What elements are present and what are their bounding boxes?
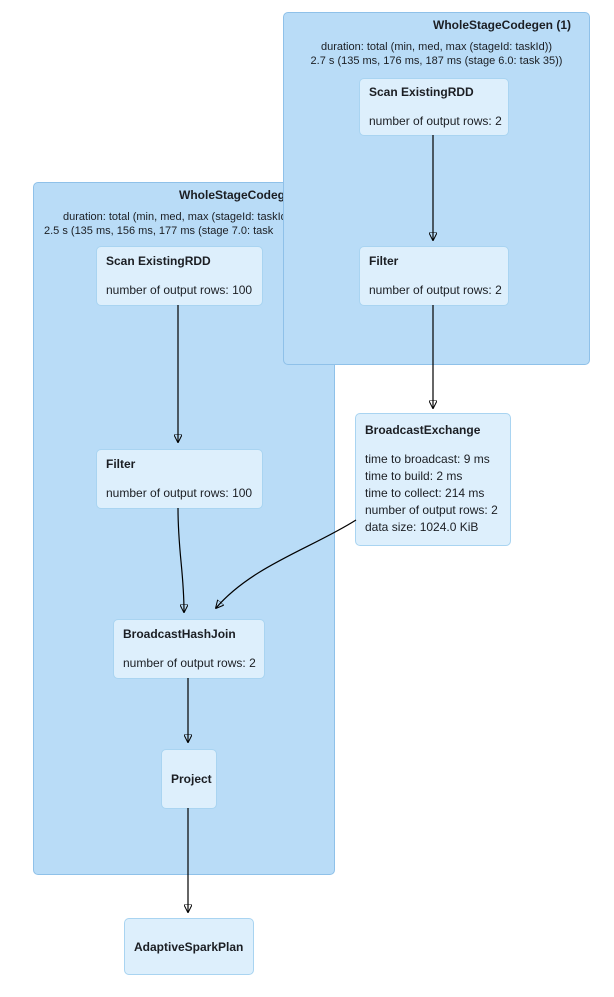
plan-node-broadcastexchange: BroadcastExchange time to broadcast: 9 m… <box>355 413 511 546</box>
node-title: Scan ExistingRDD <box>369 84 474 99</box>
node-metric: time to build: 2 ms <box>365 469 463 483</box>
node-title: Project <box>171 772 212 786</box>
node-metric: number of output rows: 2 <box>369 113 502 128</box>
plan-node-project: Project <box>161 749 217 809</box>
cluster-duration-label: duration: total (min, med, max (stageId:… <box>63 211 295 223</box>
node-title: AdaptiveSparkPlan <box>134 939 244 954</box>
plan-node-filter-1: Filter number of output rows: 2 <box>359 246 509 306</box>
plan-node-scan-existingrdd-2: Scan ExistingRDD number of output rows: … <box>96 246 263 306</box>
cluster-title: WholeStageCodegen (1) <box>433 18 572 32</box>
plan-node-scan-existingrdd-1: Scan ExistingRDD number of output rows: … <box>359 78 509 136</box>
node-title: BroadcastExchange <box>365 423 481 437</box>
cluster-title: WholeStageCodegen (2) <box>179 188 318 202</box>
node-title: Filter <box>106 456 136 471</box>
node-metric: time to collect: 214 ms <box>365 486 485 500</box>
cluster-duration-values: 2.5 s (135 ms, 156 ms, 177 ms (stage 7.0… <box>44 225 274 237</box>
node-metric: time to broadcast: 9 ms <box>365 452 490 466</box>
node-title: Filter <box>369 253 399 268</box>
node-metric: number of output rows: 2 <box>369 282 502 297</box>
plan-node-broadcasthashjoin: BroadcastHashJoin number of output rows:… <box>113 619 265 679</box>
node-title: Scan ExistingRDD <box>106 253 211 268</box>
node-metric: number of output rows: 2 <box>123 655 256 670</box>
cluster-wholestagecodegen-1: WholeStageCodegen (1) duration: total (m… <box>283 12 590 365</box>
node-metric: number of output rows: 2 <box>365 503 498 517</box>
plan-node-filter-2: Filter number of output rows: 100 <box>96 449 263 509</box>
node-metric: number of output rows: 100 <box>106 485 253 500</box>
node-metric: number of output rows: 100 <box>106 282 253 297</box>
cluster-duration-values: 2.7 s (135 ms, 176 ms, 187 ms (stage 6.0… <box>310 55 563 67</box>
node-title: BroadcastHashJoin <box>123 626 236 641</box>
plan-node-adaptivesparkplan: AdaptiveSparkPlan <box>124 918 254 975</box>
node-metric: data size: 1024.0 KiB <box>365 520 479 534</box>
cluster-duration-label: duration: total (min, med, max (stageId:… <box>320 41 553 53</box>
